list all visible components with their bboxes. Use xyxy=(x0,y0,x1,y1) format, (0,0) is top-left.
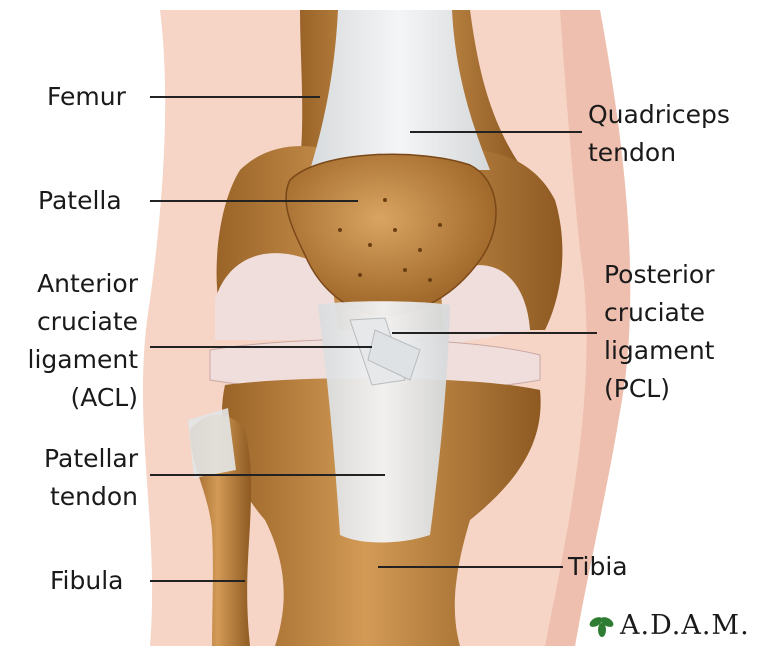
label-pcl: Posterior cruciate ligament (PCL) xyxy=(604,256,715,408)
label-patellar-line1: Patellar xyxy=(44,440,138,478)
label-acl-line3: ligament xyxy=(28,341,138,379)
label-acl-line4: (ACL) xyxy=(28,379,138,417)
label-pcl-line4: (PCL) xyxy=(604,370,715,408)
label-acl: Anterior cruciate ligament (ACL) xyxy=(28,265,138,417)
fibula-ligament xyxy=(188,408,236,478)
label-patellar-tendon: Patellar tendon xyxy=(44,440,138,516)
label-femur: Femur xyxy=(47,78,126,116)
adam-logo: A.D.A.M. xyxy=(588,610,750,641)
logo-text: A.D.A.M. xyxy=(620,610,750,641)
label-fibula: Fibula xyxy=(50,562,124,600)
leaf-icon xyxy=(588,614,616,638)
label-quadriceps-line1: Quadriceps xyxy=(588,96,730,134)
label-quadriceps-tendon: Quadriceps tendon xyxy=(588,96,730,172)
label-quadriceps-line2: tendon xyxy=(588,134,730,172)
label-acl-line1: Anterior xyxy=(28,265,138,303)
label-tibia: Tibia xyxy=(568,548,628,586)
label-acl-line2: cruciate xyxy=(28,303,138,341)
label-patella: Patella xyxy=(38,182,122,220)
label-patellar-line2: tendon xyxy=(44,478,138,516)
label-pcl-line2: cruciate xyxy=(604,294,715,332)
label-pcl-line3: ligament xyxy=(604,332,715,370)
label-pcl-line1: Posterior xyxy=(604,256,715,294)
